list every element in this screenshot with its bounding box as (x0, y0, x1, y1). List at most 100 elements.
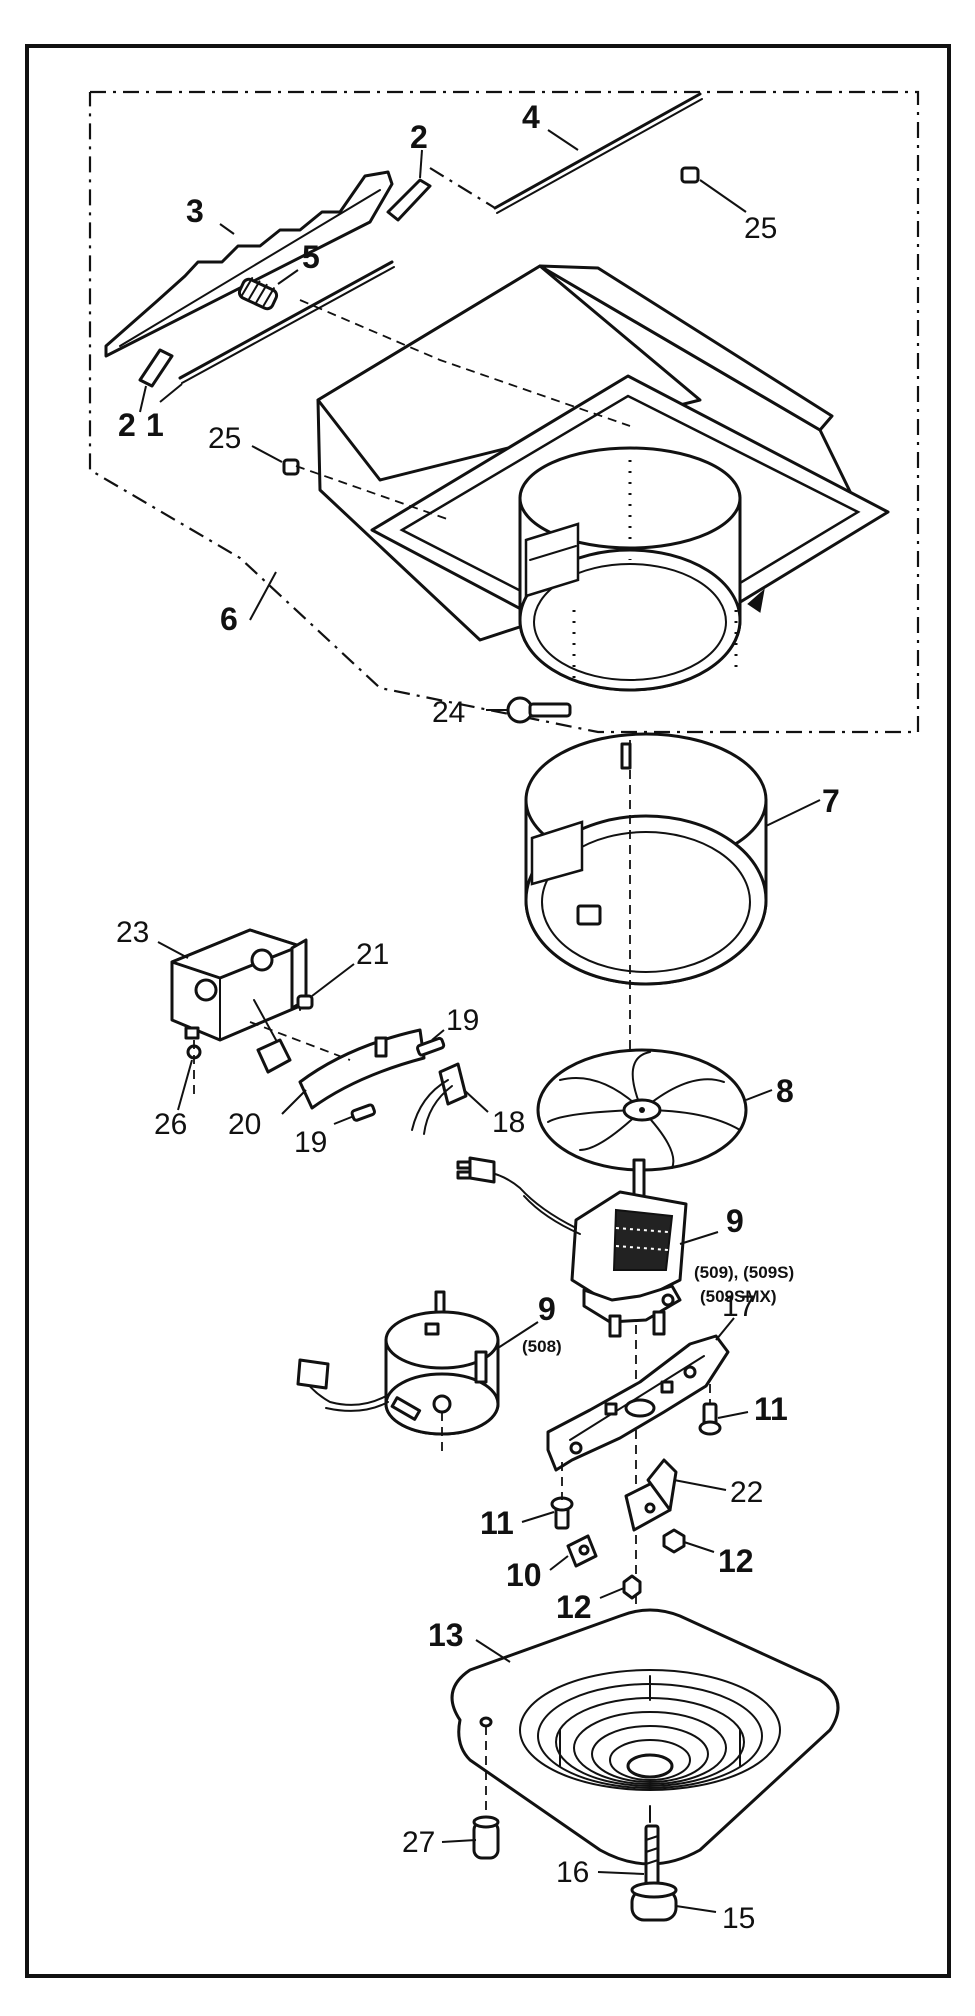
callout-27: 27 (402, 1826, 435, 1859)
callout-20: 20 (228, 1108, 261, 1141)
screw-part-11-left (550, 1462, 574, 1530)
screw-part-21 (296, 994, 314, 1010)
leader-9-508 (497, 1321, 539, 1349)
leader-15 (675, 1905, 717, 1913)
leader-25-bottom (251, 445, 283, 463)
leader-screw-to-housing (295, 465, 451, 521)
callout-26: 26 (154, 1108, 187, 1141)
leader-4 (547, 129, 579, 151)
damper-plate-part-3 (104, 170, 394, 358)
clip-part-2-upper (386, 178, 432, 222)
callout-19-lower: 19 (294, 1126, 327, 1159)
callout-18: 18 (492, 1106, 525, 1139)
callout-2-top: 2 (410, 119, 428, 155)
leader-27 (441, 1839, 477, 1843)
callout-12-right: 12 (718, 1543, 754, 1579)
callout-17: 17 (722, 1290, 755, 1323)
hanger-bar-part-4 (493, 92, 703, 214)
motor-part-9-508 (296, 1290, 500, 1452)
screw-part-19-lower (350, 1103, 376, 1122)
leader-11-right (717, 1411, 749, 1419)
leader-16 (597, 1871, 645, 1875)
screw-part-11-right (698, 1384, 722, 1436)
blower-housing-part-7 (524, 732, 768, 986)
leader-2-bottom (139, 385, 147, 413)
screw-part-24 (506, 696, 572, 724)
clip-part-2-lower (138, 348, 174, 388)
leader-19-lower (333, 1115, 355, 1125)
bracket-part-22 (624, 1458, 678, 1532)
callout-7: 7 (822, 783, 840, 819)
leader-20 (281, 1089, 307, 1115)
callout-16: 16 (556, 1856, 589, 1889)
callout-6: 6 (220, 601, 238, 637)
spring-part-5 (237, 277, 279, 311)
connector-part-18 (411, 1062, 468, 1135)
leader-10 (549, 1555, 569, 1571)
leader-26 (177, 1059, 193, 1111)
screw-part-25-lower (282, 458, 300, 476)
leader-2-to-4 (429, 167, 496, 209)
screw-part-19-upper (416, 1036, 446, 1057)
leader-12-left (599, 1587, 625, 1599)
leader-8 (745, 1089, 773, 1101)
callout-11-left: 11 (480, 1505, 514, 1541)
callout-15: 15 (722, 1902, 755, 1935)
leader-9-509 (679, 1231, 719, 1245)
knob-part-15 (630, 1881, 678, 1922)
clip-part-10 (566, 1534, 598, 1568)
callout-1: 1 (146, 407, 164, 443)
leader-25-top (699, 179, 747, 213)
motor-model-note-509smx: (509SMX) (700, 1287, 777, 1306)
junction-box-part-23 (170, 928, 308, 1042)
callout-3: 3 (186, 193, 204, 229)
leader-22 (673, 1479, 727, 1491)
damper-rod-part-1 (178, 260, 395, 384)
callout-10: 10 (506, 1557, 542, 1593)
callout-11-right: 11 (754, 1391, 788, 1427)
callout-19-upper: 19 (446, 1004, 479, 1037)
leader-3 (219, 223, 235, 235)
callout-5: 5 (302, 239, 320, 275)
leader-damper-to-housing (299, 299, 631, 427)
callout-2-bottom: 2 (118, 407, 136, 443)
grille-part-13 (450, 1608, 840, 1866)
knob-part-27 (472, 1726, 500, 1860)
fan-blade-part-8 (536, 1048, 748, 1172)
callout-23: 23 (116, 916, 149, 949)
callout-9-509: 9 (726, 1203, 744, 1239)
leader-2-top (419, 149, 423, 179)
outer-frame (25, 44, 951, 1978)
leader-18 (463, 1089, 489, 1113)
callout-22: 22 (730, 1476, 763, 1509)
nut-part-12-left (622, 1574, 642, 1600)
callout-4: 4 (522, 99, 540, 135)
screw-part-16 (644, 1824, 660, 1888)
callout-24: 24 (432, 696, 465, 729)
screw-part-25-upper (680, 166, 700, 184)
leader-12-right (683, 1541, 715, 1553)
motor-model-note-508: (508) (522, 1337, 562, 1356)
ground-clip (256, 1038, 292, 1074)
motor-part-9-509 (456, 1156, 688, 1338)
callout-21: 21 (356, 938, 389, 971)
motor-model-note-509: (509), (509S) (694, 1263, 794, 1282)
housing-assembly-enclosure (88, 90, 920, 734)
leader-1 (159, 383, 183, 403)
cover-plate-part-20 (249, 1021, 426, 1110)
leader-11-left (521, 1511, 555, 1523)
callout-8: 8 (776, 1073, 794, 1109)
callout-9-508: 9 (538, 1291, 556, 1327)
callout-12-left: 12 (556, 1589, 592, 1625)
callout-25-top: 25 (744, 212, 777, 245)
leader-21 (311, 963, 355, 997)
leader-13 (475, 1639, 511, 1663)
callout-25-bottom: 25 (208, 422, 241, 455)
nut-part-12-right (662, 1528, 686, 1554)
mounting-bracket-part-17 (546, 1334, 730, 1472)
leader-17 (715, 1317, 735, 1341)
leader-19-upper (431, 1029, 445, 1041)
callout-13: 13 (428, 1617, 464, 1653)
